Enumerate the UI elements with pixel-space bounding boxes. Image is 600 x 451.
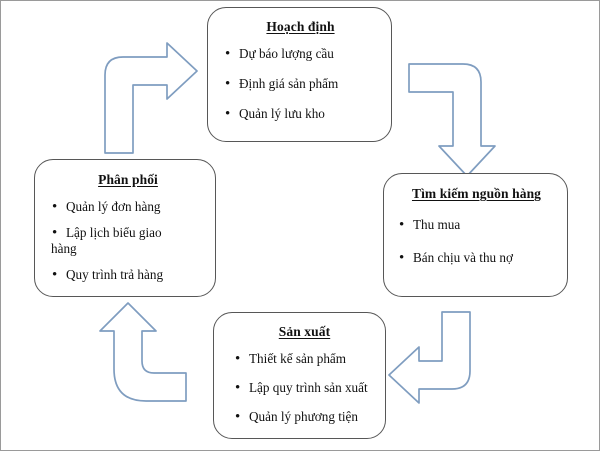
node-distribution[interactable]: Phân phối Quản lý đơn hàng Lập lịch biểu… <box>34 159 216 297</box>
node-sourcing[interactable]: Tìm kiếm nguồn hàng Thu mua Bán chịu và … <box>383 173 568 297</box>
list-item: Lập quy trình sản xuất <box>234 379 375 397</box>
list-item: Quy trình trả hàng <box>51 266 205 284</box>
arrow-distribution-to-planning <box>104 42 198 154</box>
node-planning-items: Dự báo lượng cầu Định giá sản phẩm Quản … <box>224 45 377 124</box>
arrow-production-to-distribution <box>99 302 187 402</box>
node-production-items: Thiết kế sản phẩm Lập quy trình sản xuất… <box>234 350 375 427</box>
arrow-sourcing-to-production <box>388 311 471 404</box>
node-production[interactable]: Sản xuất Thiết kế sản phẩm Lập quy trình… <box>213 312 386 439</box>
list-item: Lập lịch biểu giao hàng <box>51 224 205 257</box>
list-item: Thiết kế sản phẩm <box>234 350 375 368</box>
list-item: Định giá sản phẩm <box>224 75 377 93</box>
list-item: Quản lý đơn hàng <box>51 198 205 216</box>
list-item-label: Lập lịch biểu giao <box>66 225 162 241</box>
list-item: Quản lý lưu kho <box>224 105 377 123</box>
node-distribution-title: Phân phối <box>98 172 158 187</box>
arrow-planning-to-sourcing <box>408 63 496 177</box>
node-production-title: Sản xuất <box>278 324 331 339</box>
list-item-label-continuation: hàng <box>51 241 77 257</box>
node-planning-title: Hoạch định <box>266 19 335 34</box>
node-distribution-items: Quản lý đơn hàng Lập lịch biểu giao hàng… <box>51 198 205 285</box>
node-planning[interactable]: Hoạch định Dự báo lượng cầu Định giá sản… <box>207 7 392 142</box>
node-sourcing-items: Thu mua Bán chịu và thu nợ <box>398 216 555 267</box>
list-item: Dự báo lượng cầu <box>224 45 377 63</box>
list-item: Bán chịu và thu nợ <box>398 249 555 267</box>
node-sourcing-title: Tìm kiếm nguồn hàng <box>411 186 542 201</box>
list-item: Thu mua <box>398 216 555 234</box>
list-item: Quản lý phương tiện <box>234 408 375 426</box>
